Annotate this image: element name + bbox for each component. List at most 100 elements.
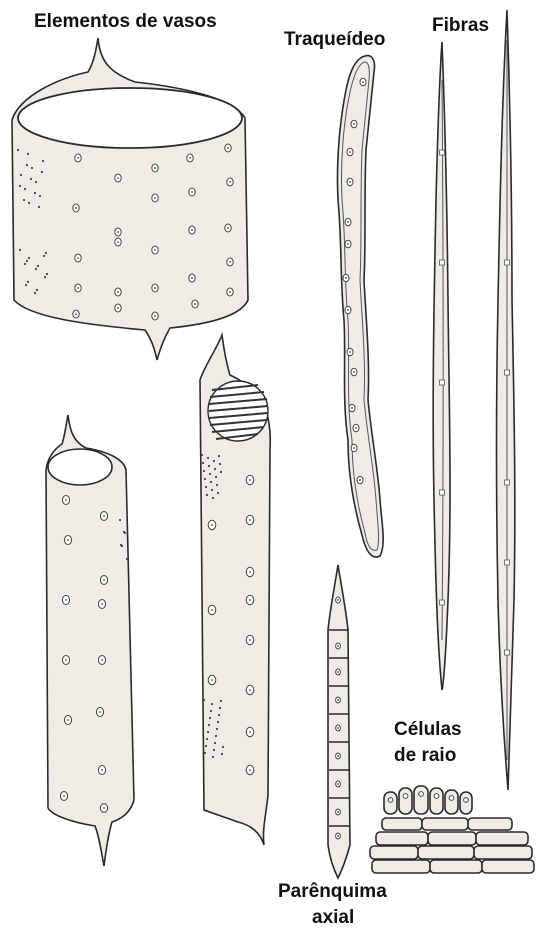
pit-aperture <box>351 407 353 409</box>
pit-dot <box>215 476 217 478</box>
fiber-pit <box>440 150 445 155</box>
pit-aperture <box>103 579 105 581</box>
pit-aperture <box>154 249 156 251</box>
pit-dot <box>222 746 224 748</box>
pit-aperture <box>347 309 349 311</box>
pit-dot <box>19 185 21 187</box>
ray-cell-procumbent <box>476 832 528 845</box>
ray-cell-upright <box>399 788 412 814</box>
pit-aperture <box>77 287 79 289</box>
pit-dot <box>42 160 44 162</box>
pit-aperture <box>99 711 101 713</box>
pit-aperture <box>337 699 339 701</box>
pit-dot <box>220 471 222 473</box>
pit-dot <box>207 457 209 459</box>
pit-dot <box>26 164 28 166</box>
pit-dot <box>38 206 40 208</box>
fiber-pit <box>440 600 445 605</box>
pit-aperture <box>65 499 67 501</box>
pit-dot <box>211 489 213 491</box>
ray-pit <box>449 796 454 801</box>
ray-cell-procumbent <box>428 832 476 845</box>
pit-dot <box>39 195 41 197</box>
pit-dot <box>211 703 213 705</box>
pit-aperture <box>189 157 191 159</box>
pit-dot <box>31 167 33 169</box>
pit-aperture <box>191 191 193 193</box>
pit-dot <box>216 728 218 730</box>
pit-aperture <box>359 479 361 481</box>
pit-aperture <box>103 515 105 517</box>
label-ray-cells-line2: de raio <box>394 744 456 768</box>
pit-aperture <box>337 755 339 757</box>
ray-cell-upright <box>430 788 443 814</box>
pit-dot <box>34 192 36 194</box>
label-ray-cells-line1: Células <box>394 718 462 742</box>
pit-aperture <box>117 177 119 179</box>
pit-aperture <box>65 599 67 601</box>
fiber-pit <box>505 480 510 485</box>
pit-aperture <box>117 291 119 293</box>
fiber-1 <box>433 42 450 690</box>
pit-dot <box>218 455 220 457</box>
pit-dot <box>26 260 28 262</box>
ray-cell-procumbent <box>474 846 532 859</box>
vessel-element-tall <box>200 335 270 845</box>
fiber-2 <box>497 10 515 790</box>
pit-aperture <box>65 659 67 661</box>
pit-aperture <box>191 229 193 231</box>
fiber-pit <box>505 560 510 565</box>
ray-cell-procumbent <box>468 818 512 830</box>
pit-aperture <box>249 599 251 601</box>
ray-cell-procumbent <box>382 818 422 830</box>
vessel-element-small <box>46 415 134 866</box>
ray-pit <box>434 794 439 799</box>
ray-cell-upright <box>414 786 428 814</box>
pit-aperture <box>353 123 355 125</box>
pit-dot <box>208 465 210 467</box>
pit-dot <box>28 202 30 204</box>
pit-dot <box>221 753 223 755</box>
pit-dot <box>126 558 128 560</box>
pit-aperture <box>337 783 339 785</box>
pit-aperture <box>345 277 347 279</box>
pit-dot <box>216 484 218 486</box>
pit-dot <box>24 188 26 190</box>
fiber-pit <box>440 260 445 265</box>
pit-dot <box>28 257 30 259</box>
pit-dot <box>209 717 211 719</box>
pit-aperture <box>67 719 69 721</box>
ray-cell-upright <box>384 792 397 814</box>
fiber-pit <box>440 380 445 385</box>
pit-aperture <box>249 479 251 481</box>
pit-aperture <box>337 645 339 647</box>
pit-dot <box>217 492 219 494</box>
pit-dot <box>44 276 46 278</box>
pit-dot <box>206 494 208 496</box>
axial-parenchyma-strand <box>328 565 350 878</box>
pit-dot <box>217 721 219 723</box>
pit-aperture <box>347 243 349 245</box>
pit-dot <box>45 252 47 254</box>
pit-dot <box>37 265 39 267</box>
pit-dot <box>23 199 25 201</box>
pit-aperture <box>229 181 231 183</box>
pit-aperture <box>249 689 251 691</box>
pit-dot <box>35 268 37 270</box>
pit-aperture <box>337 671 339 673</box>
ray-cells <box>370 786 534 873</box>
pit-aperture <box>154 315 156 317</box>
pit-dot <box>20 174 22 176</box>
ray-cell-procumbent <box>482 860 534 873</box>
pit-dot <box>210 710 212 712</box>
pit-aperture <box>211 679 213 681</box>
pit-aperture <box>63 795 65 797</box>
pit-dot <box>36 289 38 291</box>
ray-cell-upright <box>460 792 472 814</box>
pit-aperture <box>75 313 77 315</box>
pit-dot <box>215 735 217 737</box>
pit-aperture <box>249 769 251 771</box>
ray-cell-upright <box>445 790 458 814</box>
pit-aperture <box>249 571 251 573</box>
label-fibers: Fibras <box>432 14 489 38</box>
